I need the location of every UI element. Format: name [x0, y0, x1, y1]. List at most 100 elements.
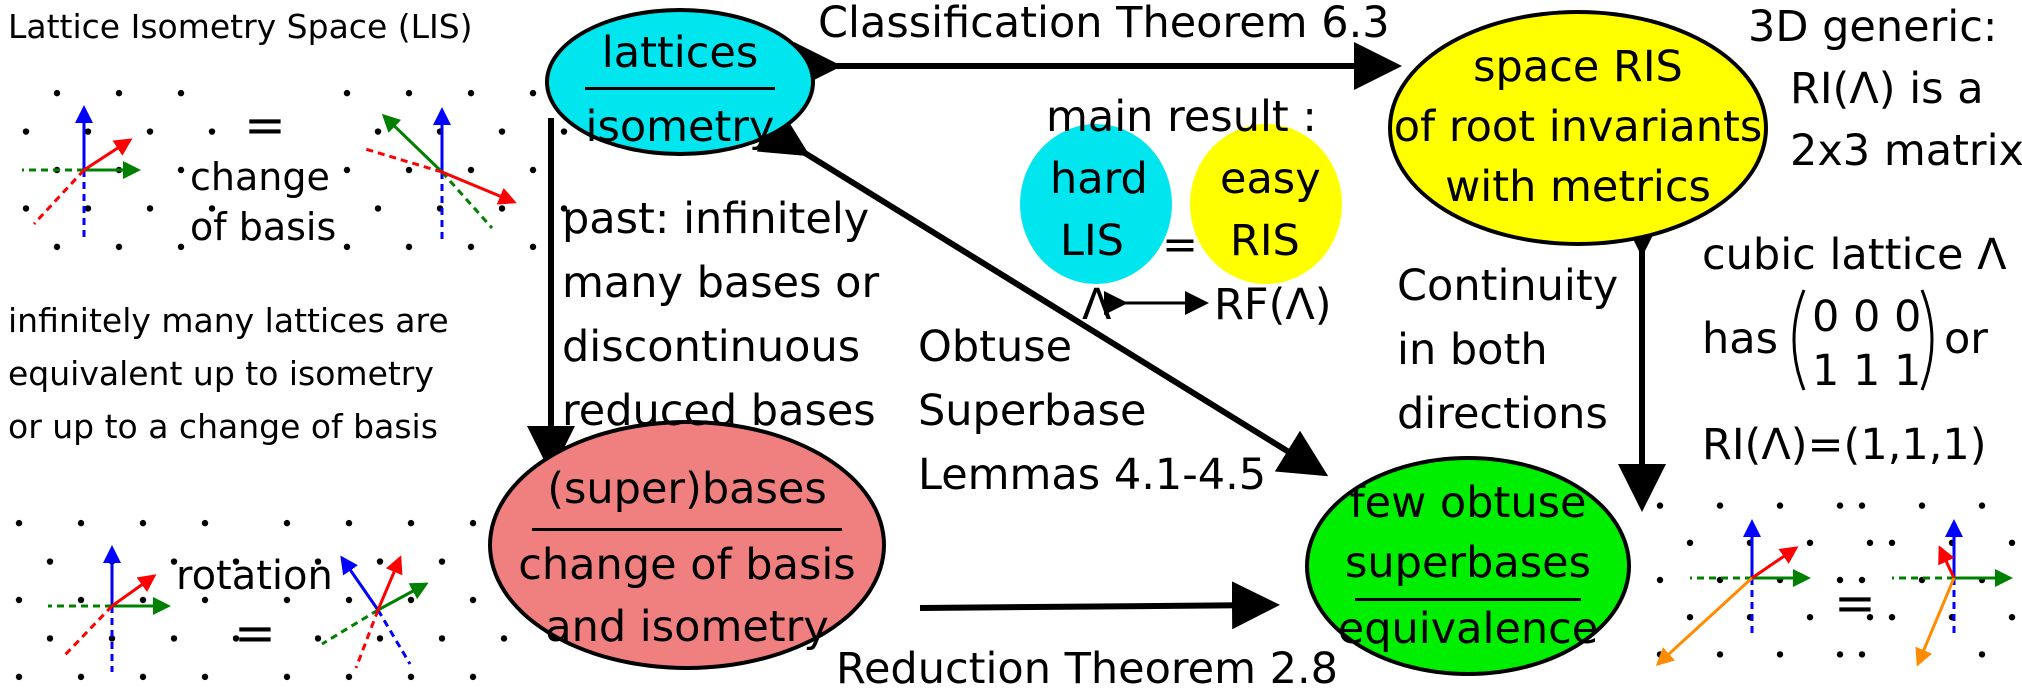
- lattice-point: [1866, 539, 1874, 546]
- lattice-point: [438, 635, 446, 642]
- generic-line-2: RI(Λ) is a: [1790, 64, 1984, 114]
- lattice-point: [208, 205, 216, 212]
- lattice-point: [115, 89, 123, 97]
- lattice-point: [170, 635, 178, 642]
- obtuse-line-2: Superbase: [918, 386, 1147, 436]
- lattice-point: [1776, 651, 1784, 658]
- lattice-point: [1836, 651, 1844, 658]
- past-line-3: discontinuous: [562, 322, 861, 372]
- lattice-point: [529, 89, 537, 97]
- has-label: has: [1702, 314, 1779, 364]
- ri-cubic-label: RI(Λ)=(1,1,1): [1702, 420, 1987, 470]
- lattice-point: [467, 243, 475, 251]
- lattice-point: [139, 519, 147, 527]
- lattice-point: [1888, 539, 1896, 546]
- lattice-point: [1686, 539, 1694, 546]
- main-result-title: main result :: [1046, 92, 1317, 142]
- lattice-point: [232, 558, 240, 565]
- classification-label: Classification Theorem 6.3: [818, 0, 1390, 48]
- lattice-point: [22, 205, 30, 212]
- lattice-point: [343, 166, 351, 174]
- lattice-point: [529, 243, 537, 251]
- basis-bottom-left-b-vector-4: [376, 555, 403, 611]
- generic-line-1: 3D generic:: [1748, 2, 1998, 52]
- lattice-point: [2008, 614, 2016, 621]
- isometry-label: isometry: [585, 102, 775, 152]
- lattice-point: [53, 89, 61, 97]
- lis-equals: =: [244, 96, 286, 154]
- lattice-point: [374, 205, 382, 212]
- obtuse-fraction-bar: [1355, 598, 1581, 601]
- basis-bottom-left-a-vector-5: [62, 604, 114, 658]
- lattice-point: [139, 596, 147, 604]
- lattice-point: [283, 519, 291, 527]
- lattice-point: [1888, 614, 1896, 621]
- lattice-point: [1858, 502, 1866, 509]
- matrix-row-1: 0 0 0: [1812, 292, 1922, 342]
- lattice-point: [314, 635, 322, 642]
- and-isometry-label: and isometry: [545, 602, 829, 652]
- basis-top-left-a-vector-4: [83, 138, 133, 172]
- lattices-label: lattices: [601, 28, 759, 78]
- lattice-point: [469, 596, 477, 604]
- change-of-basis-label: change of basis: [518, 540, 856, 590]
- lattice-point: [314, 558, 322, 565]
- basis-bottom-right-a-vector-5: [1655, 576, 1754, 667]
- lattice-point: [1716, 502, 1724, 509]
- matrix-left-paren: [1792, 289, 1806, 391]
- lattice-bottom-right-b: [1858, 502, 2016, 658]
- rotation-label: rotation: [176, 553, 333, 599]
- obtuse-superbases-node: few obtuse superbases equivalence: [1305, 456, 1631, 676]
- lattice-point: [77, 596, 85, 604]
- lattice-point: [407, 673, 415, 681]
- lattice-point: [1978, 651, 1986, 658]
- reduction-arrow: [919, 581, 1280, 630]
- lattice-point: [407, 519, 415, 527]
- lattice-point: [283, 673, 291, 681]
- continuity-line-1: Continuity: [1397, 261, 1619, 311]
- lattice-point: [1806, 539, 1814, 546]
- basis-top-left-b-vector-2: [381, 113, 444, 174]
- rf-lambda-label: RF(Λ): [1214, 280, 1332, 330]
- lattice-point: [405, 243, 413, 251]
- basis-bottom-left-b-vector-3: [321, 608, 379, 646]
- lattice-point: [376, 558, 384, 565]
- cubic-lattice-label: cubic lattice Λ: [1702, 230, 2007, 280]
- lattice-point: [438, 558, 446, 565]
- lattice-point: [529, 166, 537, 174]
- lattice-point: [84, 205, 92, 212]
- ris-node: space RIS of root invariants with metric…: [1388, 10, 1768, 246]
- lattice-point: [1656, 576, 1664, 584]
- basis-bottom-right-a-vector-4: [1751, 546, 1799, 580]
- lattice-point: [84, 128, 92, 135]
- few-obtuse-label: few obtuse: [1349, 478, 1587, 528]
- lattice-point: [469, 673, 477, 681]
- superbases-label-green: superbases: [1345, 538, 1591, 588]
- basis-top-left-b-vector-5: [361, 146, 443, 174]
- matrix-row-2: 1 1 1: [1812, 346, 1922, 396]
- ris-line2: of root invariants: [1393, 102, 1763, 152]
- equivalence-label: equivalence: [1337, 604, 1599, 654]
- lattice-point: [1776, 502, 1784, 509]
- lattice-point: [1836, 502, 1844, 509]
- lattice-point: [1806, 614, 1814, 621]
- superbases-label: (super)bases: [547, 464, 827, 514]
- lattice-point: [177, 166, 185, 174]
- lattice-point: [15, 596, 23, 604]
- hard-label: hard: [1050, 154, 1148, 204]
- hard-lis-bubble: [1020, 124, 1172, 284]
- lattice-point: [46, 635, 54, 642]
- lattice-point: [115, 243, 123, 251]
- lattice-point: [345, 596, 353, 604]
- or-label: or: [1944, 314, 1988, 364]
- right-equals: =: [1834, 574, 1876, 632]
- lattice-point: [201, 673, 209, 681]
- basis-top-left-b-vector-3: [440, 171, 494, 229]
- change-label: change: [190, 155, 330, 199]
- lattice-point: [201, 596, 209, 604]
- easy-ris-bubble: [1190, 124, 1342, 284]
- continuity-line-3: directions: [1397, 389, 1608, 439]
- lattice-point: [1686, 614, 1694, 621]
